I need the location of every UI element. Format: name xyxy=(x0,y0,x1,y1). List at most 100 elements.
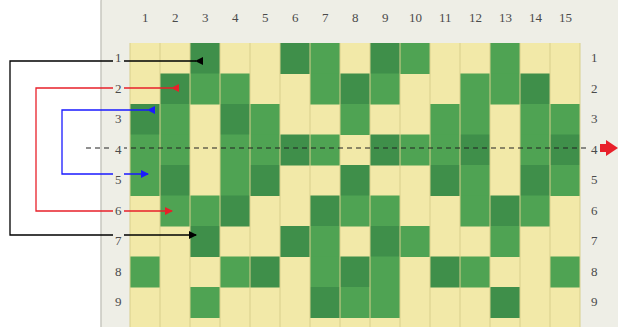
green-strip xyxy=(340,165,370,196)
green-strip xyxy=(490,74,520,105)
green-strip xyxy=(250,104,280,135)
green-strip xyxy=(490,196,520,227)
row-number: 3 xyxy=(589,112,600,126)
strip-edge xyxy=(310,43,311,327)
green-strip xyxy=(430,135,460,166)
green-strip xyxy=(400,226,430,257)
green-strip xyxy=(160,74,190,105)
green-strip xyxy=(250,257,280,288)
row-number: 5 xyxy=(113,173,124,187)
green-strip xyxy=(460,135,490,166)
green-strip xyxy=(310,43,340,74)
green-strip xyxy=(190,287,220,318)
green-strip xyxy=(310,257,340,288)
strip-edge xyxy=(370,43,371,327)
row-number: 8 xyxy=(589,265,600,279)
green-strip xyxy=(520,135,550,166)
green-strip xyxy=(460,104,490,135)
green-strip xyxy=(430,257,460,288)
green-strip xyxy=(370,43,400,74)
strip-edge xyxy=(160,43,161,327)
green-strip xyxy=(550,165,580,196)
row-number: 2 xyxy=(113,82,124,96)
green-strip xyxy=(370,226,400,257)
column-number: 15 xyxy=(557,11,574,25)
green-strip xyxy=(370,287,400,318)
green-strip xyxy=(250,165,280,196)
green-strip xyxy=(130,104,160,135)
green-strip xyxy=(190,43,220,74)
strip-edge xyxy=(400,43,401,327)
green-strip xyxy=(400,43,430,74)
row-number: 4 xyxy=(589,143,600,157)
column-number: 13 xyxy=(497,11,514,25)
strip-edge xyxy=(460,43,461,327)
row-number: 5 xyxy=(589,173,600,187)
strip-edge xyxy=(580,43,581,327)
green-strip xyxy=(310,287,340,318)
green-strip xyxy=(190,74,220,105)
row-number: 8 xyxy=(113,265,124,279)
column-number: 7 xyxy=(320,11,331,25)
green-strip xyxy=(520,196,550,227)
strip-edge xyxy=(280,43,281,327)
strip-edge xyxy=(430,43,431,327)
strip-edge xyxy=(220,43,221,327)
fold-arrow xyxy=(600,140,618,156)
green-strip xyxy=(220,257,250,288)
column-number: 6 xyxy=(290,11,301,25)
pair-arrow xyxy=(62,110,148,174)
green-strip xyxy=(490,226,520,257)
green-strip xyxy=(310,226,340,257)
green-strip xyxy=(190,226,220,257)
green-strip xyxy=(490,43,520,74)
column-number: 11 xyxy=(437,11,454,25)
green-strip xyxy=(160,135,190,166)
weave-grid xyxy=(130,43,580,327)
green-strip xyxy=(280,226,310,257)
strip-edge xyxy=(130,43,131,327)
column-number: 12 xyxy=(467,11,484,25)
green-strip xyxy=(460,165,490,196)
green-strip xyxy=(130,257,160,288)
green-strip xyxy=(190,196,220,227)
strip-edge xyxy=(550,43,551,327)
column-number: 9 xyxy=(380,11,391,25)
green-strip xyxy=(430,165,460,196)
green-strip xyxy=(220,165,250,196)
green-strip xyxy=(220,74,250,105)
green-strip xyxy=(550,104,580,135)
row-number: 9 xyxy=(113,295,124,309)
row-number: 6 xyxy=(589,204,600,218)
pair-arrow xyxy=(36,88,172,211)
row-number: 7 xyxy=(113,234,124,248)
green-strip xyxy=(340,74,370,105)
row-number: 3 xyxy=(113,112,124,126)
strip-edge xyxy=(490,43,491,327)
strip-edge xyxy=(520,43,521,327)
green-strip xyxy=(460,74,490,105)
green-strip xyxy=(250,135,280,166)
green-strip xyxy=(340,196,370,227)
green-strip xyxy=(400,135,430,166)
green-strip xyxy=(460,257,490,288)
green-strip xyxy=(220,104,250,135)
green-strip xyxy=(220,196,250,227)
green-strip xyxy=(370,257,400,288)
strip-edge xyxy=(190,43,191,327)
green-strip xyxy=(370,135,400,166)
green-strip xyxy=(520,165,550,196)
green-strip xyxy=(460,196,490,227)
green-strip xyxy=(430,104,460,135)
row-number: 7 xyxy=(589,234,600,248)
green-strip xyxy=(310,196,340,227)
column-number: 2 xyxy=(170,11,181,25)
row-number: 1 xyxy=(113,51,124,65)
green-strip xyxy=(310,135,340,166)
column-number: 14 xyxy=(527,11,544,25)
green-strip xyxy=(550,257,580,288)
row-number: 4 xyxy=(113,143,124,157)
column-number: 5 xyxy=(260,11,271,25)
column-number: 10 xyxy=(407,11,424,25)
